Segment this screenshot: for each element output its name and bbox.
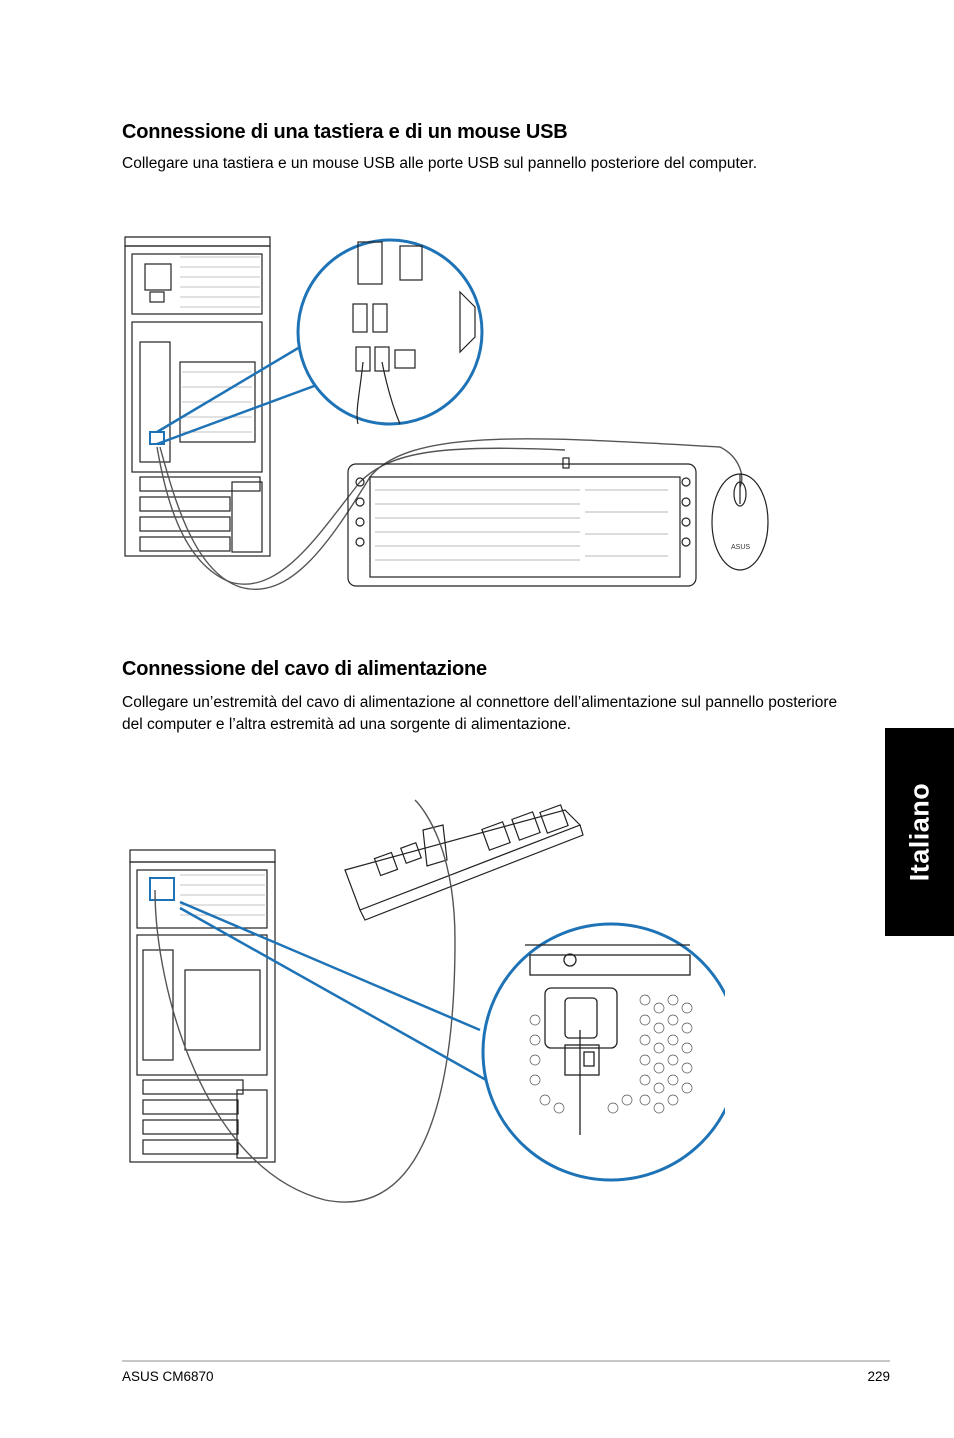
footer-divider [122,1360,890,1362]
section-text-keyboard-mouse: Collegare una tastiera e un mouse USB al… [122,155,758,172]
footer-page-number: 229 [867,1369,890,1384]
section-text-power-cable: Collegare un’estremità del cavo di alime… [122,694,838,733]
footer-product-name: ASUS CM6870 [122,1369,214,1384]
power-cable-diagram [129,799,725,1203]
mouse-brand-label: ASUS [731,544,750,551]
keyboard-mouse-diagram: ASUS [124,236,769,590]
language-tab: Italiano [885,728,954,936]
section-title-keyboard-mouse: Connessione di una tastiera e di un mous… [122,121,568,143]
language-tab-label: Italiano [904,782,934,882]
section-title-power-cable: Connessione del cavo di alimentazione [122,658,487,680]
